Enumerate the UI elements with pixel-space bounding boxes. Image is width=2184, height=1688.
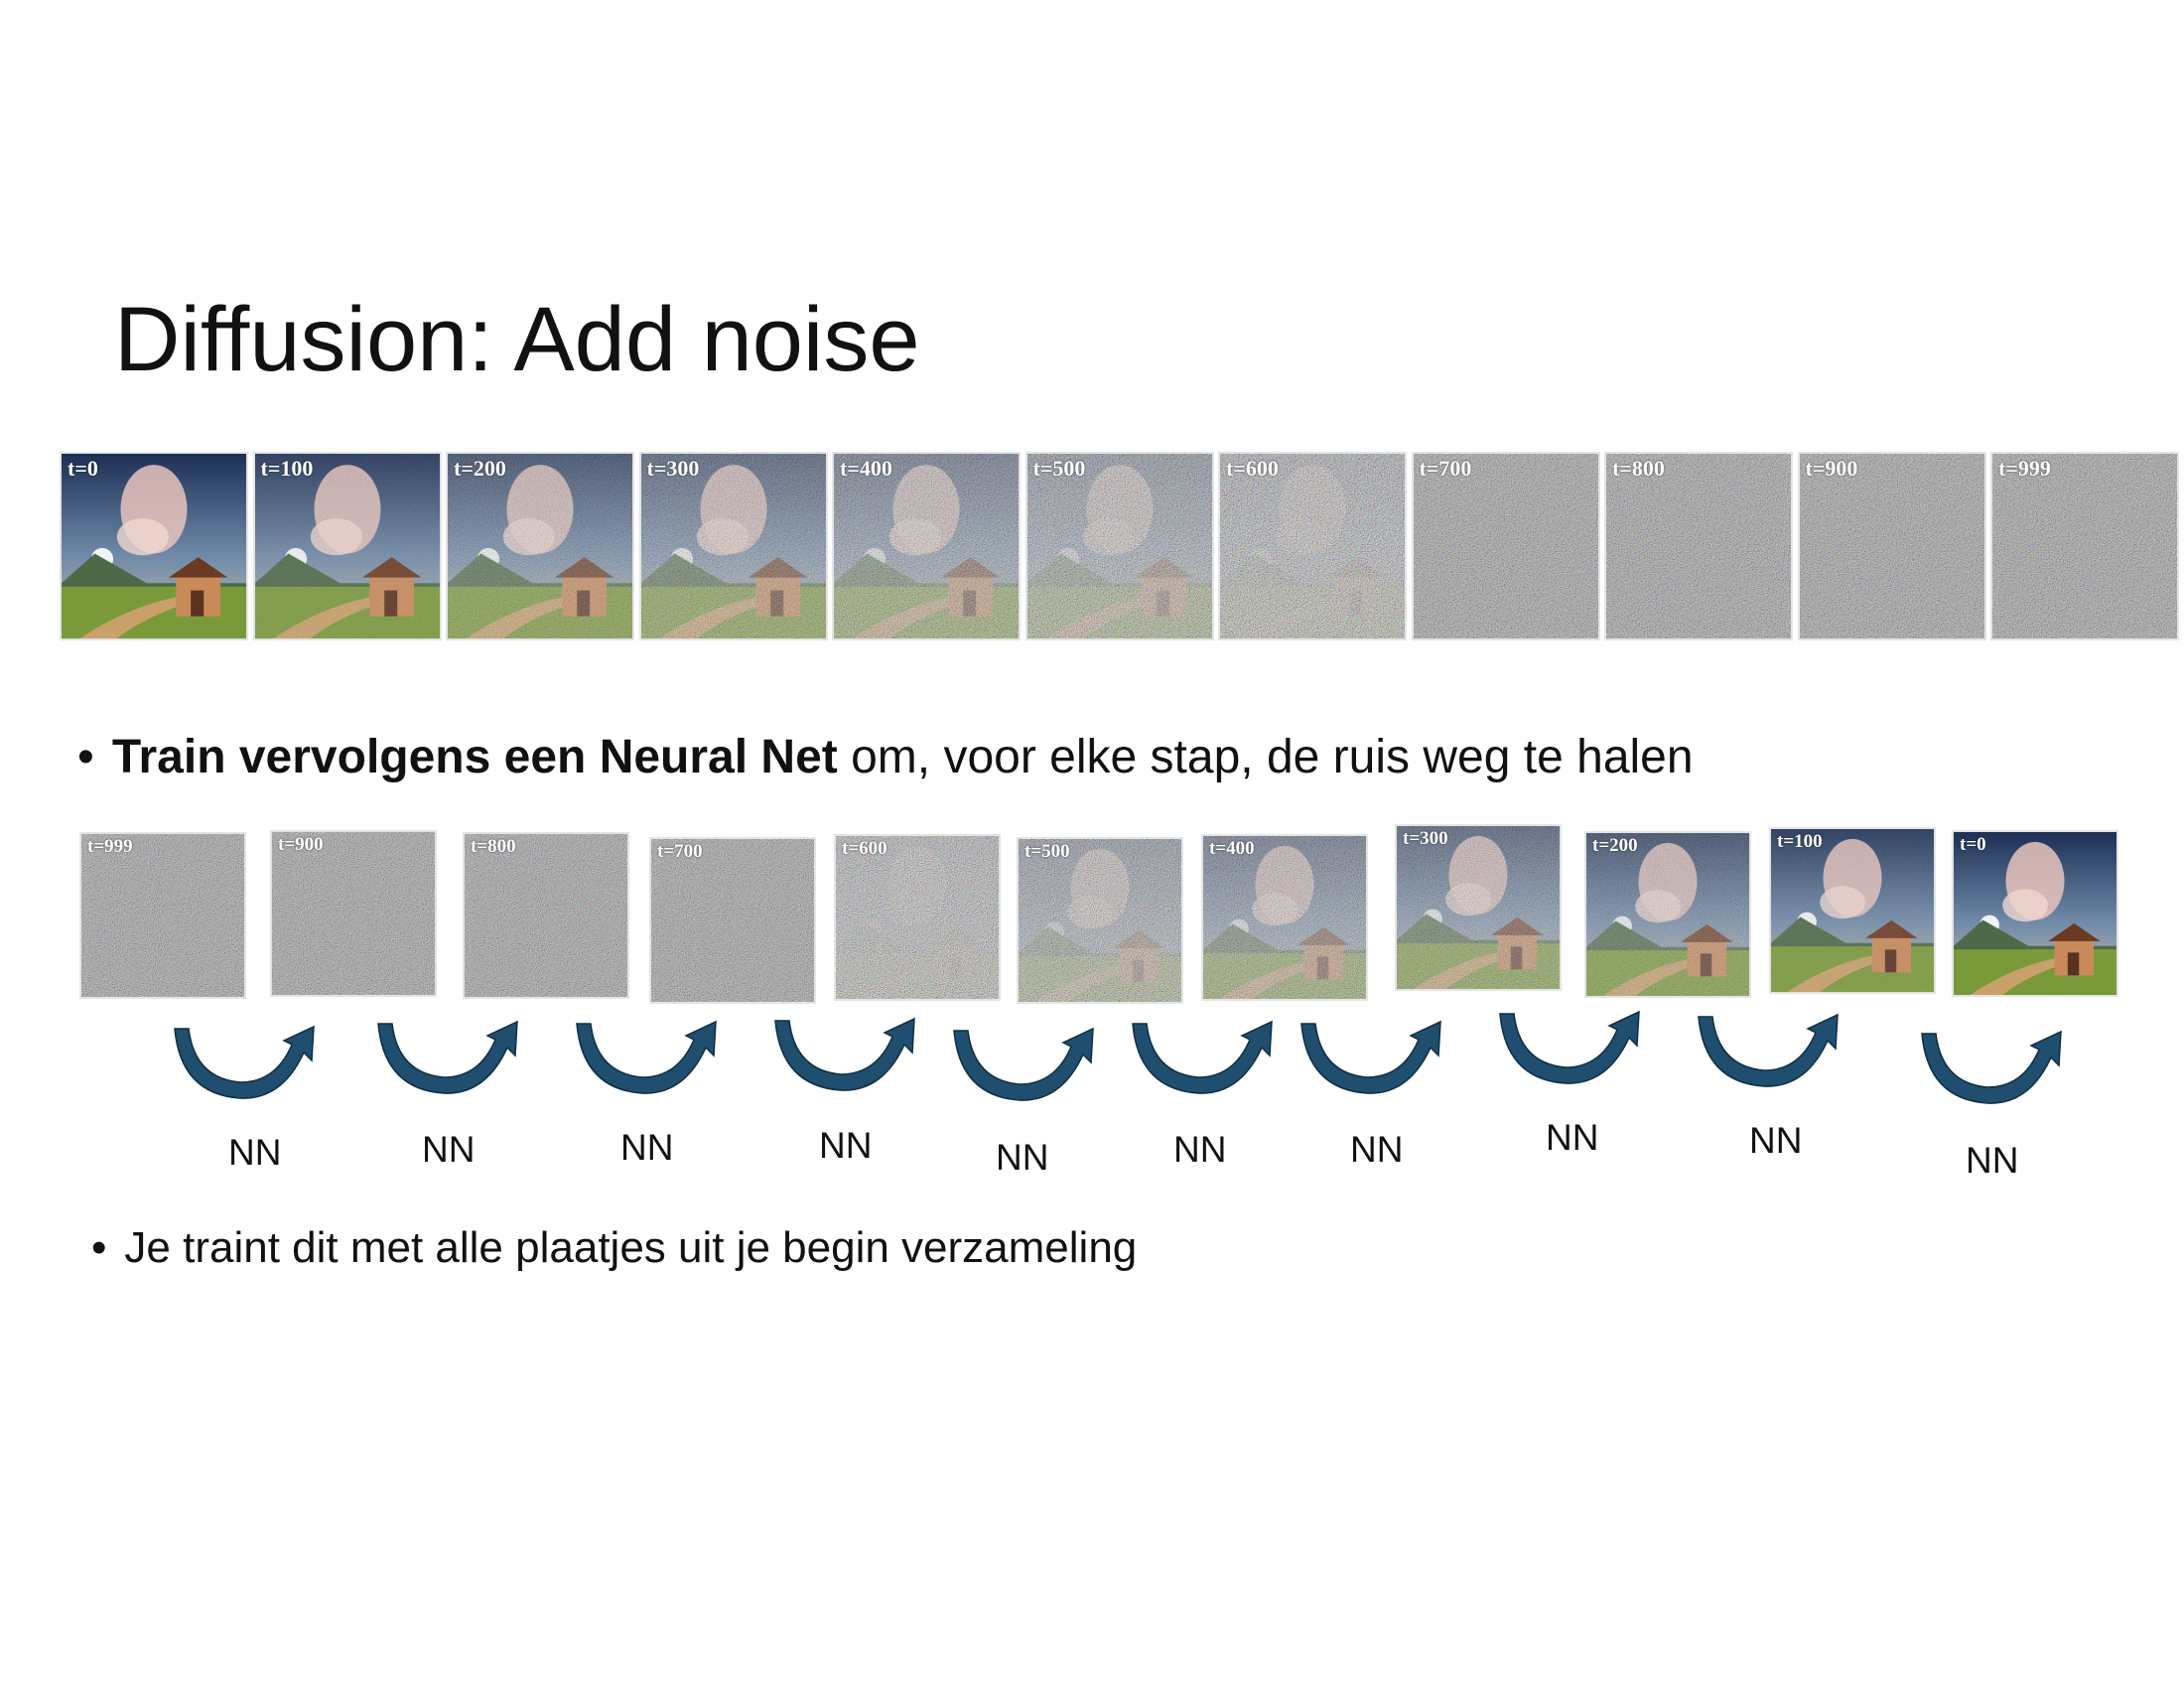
- diffusion-step-image: t=100: [1769, 827, 1936, 994]
- bullet-dot: •: [91, 1223, 107, 1272]
- timestep-label: t=600: [842, 838, 887, 859]
- diffusion-step-image: t=100: [252, 452, 442, 640]
- curved-arrow-icon: [953, 1027, 1094, 1101]
- diffusion-step-image: t=500: [1024, 452, 1214, 640]
- timestep-label: t=700: [1419, 456, 1472, 481]
- timestep-label: t=200: [1592, 835, 1638, 856]
- nn-label: NN: [422, 1129, 476, 1170]
- timestep-label: t=900: [1805, 456, 1858, 481]
- diffusion-step-image: t=0: [1952, 830, 2118, 997]
- timestep-label: t=400: [840, 456, 892, 481]
- timestep-label: t=300: [646, 456, 700, 481]
- diffusion-step-image: t=500: [1017, 837, 1183, 1004]
- timestep-label: t=600: [1226, 456, 1279, 481]
- diffusion-step-image: t=600: [1218, 452, 1407, 640]
- nn-label: NN: [1173, 1129, 1227, 1170]
- timestep-label: t=800: [1612, 456, 1665, 481]
- timestep-label: t=100: [1777, 831, 1823, 852]
- timestep-label: t=999: [1998, 456, 2051, 481]
- nn-label: NN: [819, 1125, 873, 1166]
- diffusion-step-image: t=800: [463, 832, 629, 999]
- slide-title: Diffusion: Add noise: [114, 289, 920, 390]
- timestep-label: t=500: [1024, 841, 1070, 862]
- timestep-label: t=900: [278, 834, 324, 855]
- diffusion-step-image: t=900: [1797, 452, 1986, 640]
- diffusion-step-image: t=0: [60, 452, 248, 640]
- timestep-label: t=999: [87, 836, 133, 857]
- timestep-label: t=100: [260, 456, 314, 481]
- timestep-label: t=0: [1960, 834, 1986, 855]
- nn-label: NN: [1749, 1120, 1803, 1161]
- curved-arrow-icon: [1499, 1010, 1640, 1084]
- bullet-dot: •: [77, 731, 94, 783]
- curved-arrow-icon: [1921, 1030, 2062, 1104]
- nn-label: NN: [620, 1127, 674, 1168]
- nn-label: NN: [228, 1132, 282, 1173]
- nn-label: NN: [1350, 1129, 1404, 1170]
- diffusion-step-image: t=600: [834, 834, 1001, 1001]
- timestep-label: t=700: [657, 841, 703, 862]
- curved-arrow-icon: [1698, 1013, 1839, 1087]
- diffusion-step-image: t=800: [1604, 452, 1793, 640]
- curved-arrow-icon: [576, 1020, 717, 1094]
- diffusion-step-image: t=200: [446, 452, 634, 640]
- timestep-label: t=300: [1403, 828, 1448, 849]
- timestep-label: t=500: [1032, 456, 1086, 481]
- nn-label: NN: [1966, 1140, 2019, 1181]
- diffusion-step-image: t=700: [649, 837, 816, 1004]
- timestep-label: t=200: [454, 456, 506, 481]
- landscape-scene: [1954, 832, 2116, 995]
- timestep-label: t=0: [68, 456, 98, 481]
- diffusion-step-image: t=700: [1411, 452, 1600, 640]
- timestep-label: t=400: [1209, 838, 1255, 859]
- curved-arrow-icon: [1300, 1020, 1441, 1094]
- bullet-train-neural-net: • Train vervolgens een Neural Net om, voo…: [77, 730, 1694, 784]
- nn-label: NN: [996, 1137, 1049, 1178]
- diffusion-step-image: t=999: [79, 832, 246, 999]
- curved-arrow-icon: [377, 1020, 518, 1094]
- curved-arrow-icon: [774, 1017, 915, 1091]
- bullet-training-text: Je traint dit met alle plaatjes uit je b…: [124, 1223, 1138, 1272]
- diffusion-step-image: t=900: [270, 830, 437, 997]
- bullet-rest-text: om, voor elke stap, de ruis weg te halen: [837, 731, 1694, 783]
- curved-arrow-icon: [1132, 1020, 1273, 1094]
- curved-arrow-icon: [174, 1025, 315, 1099]
- timestep-label: t=800: [471, 836, 516, 857]
- landscape-scene: [62, 454, 246, 638]
- bullet-training-set: • Je traint dit met alle plaatjes uit je …: [91, 1223, 1137, 1273]
- diffusion-step-image: t=999: [1990, 452, 2179, 640]
- diffusion-step-image: t=300: [638, 452, 828, 640]
- diffusion-step-image: t=300: [1395, 824, 1562, 991]
- diffusion-step-image: t=400: [832, 452, 1021, 640]
- bullet-bold-text: Train vervolgens een Neural Net: [111, 731, 838, 783]
- diffusion-step-image: t=400: [1201, 834, 1368, 1001]
- diffusion-step-image: t=200: [1584, 831, 1751, 998]
- nn-label: NN: [1546, 1117, 1599, 1158]
